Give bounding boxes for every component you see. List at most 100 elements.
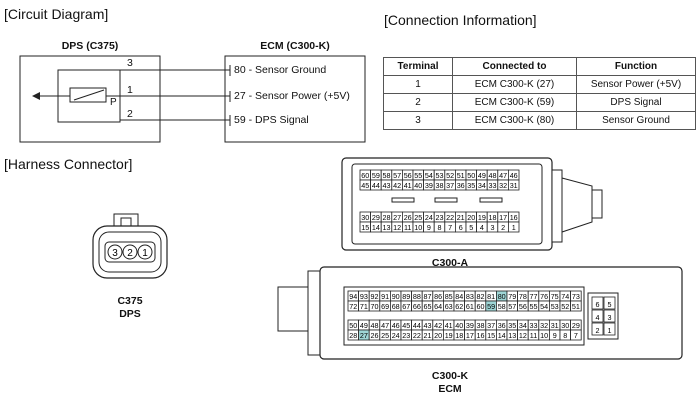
dps-box <box>19 55 161 143</box>
pin-circle <box>137 244 153 260</box>
pin-number: 38 <box>477 321 485 330</box>
dps-pin-1: 1 <box>127 84 133 96</box>
pin-number: 3 <box>491 223 495 232</box>
pin-cell <box>507 221 520 233</box>
pin-number: 38 <box>436 181 444 190</box>
pin-number: 28 <box>383 213 391 222</box>
dps-conn-pin-2: 2 <box>127 248 133 259</box>
pin-number: 42 <box>393 181 401 190</box>
pin-cell <box>603 296 616 310</box>
pin-cell <box>570 329 582 341</box>
pin-number: 80 <box>498 292 506 301</box>
dps-connector-drawing: 3 2 1 <box>92 213 168 279</box>
pin-number: 19 <box>478 213 486 222</box>
table-row: 3 ECM C300-K (80) Sensor Ground <box>383 111 696 130</box>
pin-number: 83 <box>466 292 474 301</box>
pin-number: 47 <box>381 321 389 330</box>
header-terminal: Terminal <box>383 57 453 76</box>
pin-number: 48 <box>371 321 379 330</box>
pin-number: 40 <box>414 181 422 190</box>
pin-number: 27 <box>393 213 401 222</box>
pin-number: 31 <box>510 181 518 190</box>
pin-number: 7 <box>448 223 452 232</box>
pin-number: 64 <box>434 302 442 311</box>
dps-connector-name: DPS <box>119 308 141 320</box>
pin-number: 16 <box>477 331 485 340</box>
c300a-label: C300-A <box>431 257 469 269</box>
dps-connector-label: C375 DPS <box>95 295 165 321</box>
pin-number: 17 <box>499 213 507 222</box>
pin-number: 76 <box>540 292 548 301</box>
pin-number: 56 <box>404 171 412 180</box>
pin-cell <box>591 309 604 323</box>
pin-number: 69 <box>381 302 389 311</box>
pin-number: 53 <box>436 171 444 180</box>
pin-number: 21 <box>457 213 465 222</box>
pin-number: 59 <box>372 171 380 180</box>
pin-number: 2 <box>501 223 505 232</box>
sensor-pin-label: P <box>110 97 117 108</box>
table-row: 2 ECM C300-K (59) DPS Signal <box>383 93 696 112</box>
pin-number: 20 <box>467 213 475 222</box>
pin-number: 27 <box>360 331 368 340</box>
pin-number: 5 <box>469 223 473 232</box>
pin-number: 20 <box>434 331 442 340</box>
pin-number: 13 <box>383 223 391 232</box>
pin-number: 3 <box>608 313 612 322</box>
pin-number: 16 <box>510 213 518 222</box>
pin-number: 37 <box>487 321 495 330</box>
c300k-lever <box>277 286 309 332</box>
pin-number: 26 <box>404 213 412 222</box>
pin-number: 65 <box>424 302 432 311</box>
pin-number: 54 <box>540 302 548 311</box>
table-header-row: Terminal Connected to Function <box>383 57 696 76</box>
c300k-name: ECM <box>438 383 462 395</box>
pin-number: 1 <box>608 326 612 335</box>
harness-connector-heading: [Harness Connector] <box>4 156 133 172</box>
c300a-lever-tip <box>591 189 603 219</box>
pin-number: 40 <box>455 321 463 330</box>
table-cell: 2 <box>383 93 453 112</box>
key-slot <box>479 197 503 203</box>
ecm-pin-label-27: 27 - Sensor Power (+5V) <box>234 90 350 102</box>
pin-number: 14 <box>498 331 506 340</box>
pin-number: 14 <box>372 223 380 232</box>
pin-number: 9 <box>553 331 557 340</box>
pin-number: 22 <box>413 331 421 340</box>
pin-number: 31 <box>551 321 559 330</box>
arrow-left-icon <box>32 92 40 100</box>
pin-number: 11 <box>530 331 537 340</box>
header-connected-to: Connected to <box>452 57 577 76</box>
pin-number: 75 <box>551 292 559 301</box>
pin-number: 32 <box>540 321 548 330</box>
key-slot <box>391 197 415 203</box>
pin-number: 52 <box>561 302 569 311</box>
circuit-diagram-heading: [Circuit Diagram] <box>4 6 109 22</box>
pin-number: 28 <box>349 331 357 340</box>
pin-number: 18 <box>489 213 497 222</box>
pin-number: 17 <box>466 331 474 340</box>
pin-number: 34 <box>519 321 527 330</box>
pin-number: 5 <box>608 300 612 309</box>
pin-number: 18 <box>455 331 463 340</box>
pin-number: 32 <box>499 181 507 190</box>
pin-number: 91 <box>381 292 389 301</box>
pin-number: 61 <box>466 302 474 311</box>
pin-number: 23 <box>436 213 444 222</box>
pin-number: 12 <box>519 331 527 340</box>
pin-number: 35 <box>508 321 516 330</box>
pin-cell <box>570 300 582 312</box>
pin-number: 60 <box>477 302 485 311</box>
wiper-line <box>73 89 105 101</box>
pin-number: 90 <box>392 292 400 301</box>
table-cell: ECM C300-K (27) <box>452 75 577 94</box>
pin-number: 84 <box>455 292 463 301</box>
pin-number: 57 <box>393 171 401 180</box>
circuit-diagram <box>19 55 366 143</box>
ecm-pin-label-80: 80 - Sensor Ground <box>234 64 327 76</box>
pin-number: 77 <box>530 292 538 301</box>
pin-number: 89 <box>402 292 410 301</box>
pin-number: 45 <box>361 181 369 190</box>
pin-number: 30 <box>561 321 569 330</box>
